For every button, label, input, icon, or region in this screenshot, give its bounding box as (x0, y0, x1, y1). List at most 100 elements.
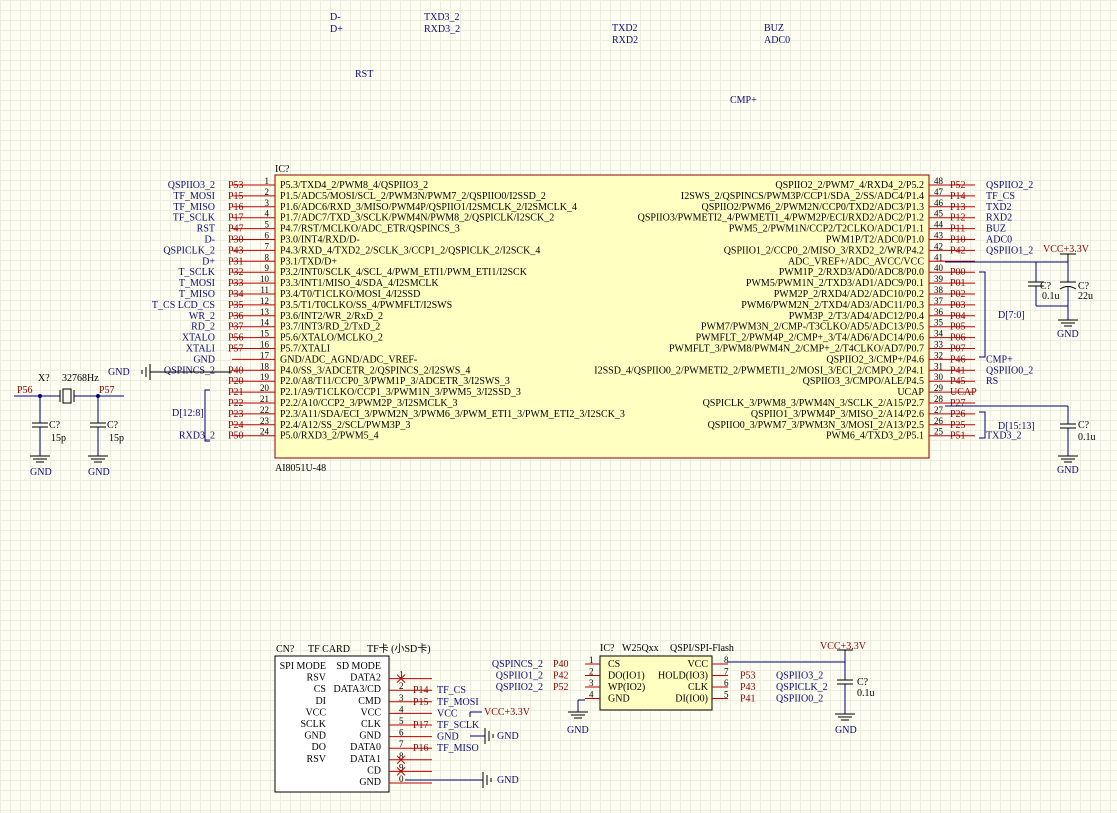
gnd-label-ucap: GND (1057, 465, 1079, 476)
tf-spi-label: GND (304, 731, 326, 742)
top-net-label-txd2: TXD2 (612, 23, 638, 34)
tf-gnd-label-2: GND (497, 775, 519, 786)
flash-left-pin-number: 4 (589, 690, 594, 700)
tf-net: TF_MISO (437, 743, 479, 754)
mcu-left-port: P16 (228, 202, 244, 213)
crystal-c1-value: 15p (51, 433, 66, 444)
mcu-left-port: P33 (228, 278, 244, 289)
flash-gnd-label: GND (567, 725, 589, 736)
mcu-right-port: P04 (950, 311, 966, 322)
gnd-label-c1: GND (30, 467, 52, 478)
mcu-right-pin-function: QSPICLK_3/PWM8_3/PWM4N_3/SCLK_2/A15/P2.7 (703, 398, 924, 409)
mcu-right-pin-function: QSPIIO2/PWM6_2/PWM2N/CCP0/TXD2/ADC3/P1.3 (701, 202, 924, 213)
flash-right-net: QSPICLK_2 (776, 682, 828, 693)
tf-pin-number: 0 (399, 774, 404, 784)
tf-pin-number: 8 (399, 751, 404, 761)
mcu-designator: IC? (275, 164, 290, 175)
mcu-right-net: TF_CS (986, 191, 1015, 202)
mcu-right-pin-number: 25 (934, 427, 944, 437)
mcu-body[interactable] (274, 174, 930, 459)
mcu-right-net: TXD3_2 (986, 431, 1022, 442)
mcu-left-net: QSPICLK_2 (163, 245, 215, 256)
mcu-right-port: P00 (950, 267, 966, 278)
mcu-left-net: QSPINCS_2 (164, 365, 215, 376)
mcu-left-pin-number: 4 (265, 209, 270, 219)
cap-ucap-value: 0.1u (1078, 432, 1096, 443)
flash-left-pin-function: WP(IO2) (608, 682, 645, 693)
flash-right-port: P53 (740, 671, 756, 682)
top-net-label-dp: D+ (330, 24, 343, 35)
mcu-right-pin-function: QSPIIO3/PWMETI2_4/PWMETI1_4/PWM2P/ECI/RX… (638, 213, 924, 224)
bus-d7-0-label: D[7:0] (998, 310, 1025, 321)
mcu-left-pin-number: 18 (260, 361, 270, 371)
mcu-right-pin-function: PWM1P_2/RXD3/AD0/ADC8/P0.0 (779, 267, 924, 278)
mcu-right-port: P01 (950, 278, 966, 289)
tf-port: P15 (413, 697, 429, 708)
mcu-right-pin-function: PWM6_4/TXD3_2/P5.1 (826, 431, 924, 442)
mcu-left-net: T_MOSI (179, 278, 215, 289)
tf-spi-label: DI (315, 696, 326, 707)
flash-right-pin-function: HOLD(IO3) (658, 671, 708, 682)
mcu-left-pin-function: P5.0/RXD3_2/PWM5_4 (280, 431, 379, 442)
mcu-left-port: P36 (228, 311, 244, 322)
mcu-left-pin-number: 5 (265, 220, 270, 230)
mcu-right-net: CMP+ (986, 354, 1013, 365)
mcu-left-pin-function: GND/ADC_AGND/ADC_VREF- (280, 354, 417, 365)
mcu-right-pin-number: 29 (934, 383, 944, 393)
mcu-right-pin-function: QSPIIO1_2/CCP0_2/MISO_3/RXD2_2/WR/P4.2 (724, 245, 924, 256)
ucap-capacitor: GND C? 0.1u (945, 405, 1096, 476)
mcu-left-net: XTALI (186, 344, 215, 355)
tf-sd-label: CLK (361, 719, 382, 730)
tf-sd-label: DATA0 (350, 742, 381, 753)
tf-sd-label: DATA1 (350, 754, 381, 765)
mcu-right-pin-number: 46 (934, 198, 944, 208)
flash-left-port: P40 (553, 659, 569, 670)
flash-power: VCC+3.3V GND C? 0.1u GND (567, 641, 875, 736)
crystal-body (62, 388, 72, 404)
mcu-right-port: P25 (950, 420, 966, 431)
tf-spi-label: RSV (307, 754, 327, 765)
top-net-label-cmp: CMP+ (730, 95, 757, 106)
tf-sd-label: DATA2 (350, 673, 381, 684)
crystal-c2-name: C? (107, 420, 119, 431)
mcu-left-pin-function: P3.4/T0/T1CLKO/MOSI_4/I2SSD (280, 289, 420, 300)
mcu-left-pin-number: 24 (260, 427, 270, 437)
mcu-left-pin-function: P5.3/TXD4_2/PWM8_4/QSPIIO3_2 (280, 180, 428, 191)
mcu-left-port: P32 (228, 267, 244, 278)
flash-left-port: P42 (553, 671, 569, 682)
tf-spi-label: RSV (307, 673, 327, 684)
flash-left-net: QSPIIO1_2 (496, 671, 543, 682)
mcu-part-name: AI8051U-48 (275, 463, 326, 474)
mcu-left-port: P57 (228, 344, 244, 355)
mcu-right-pin-number: 40 (934, 263, 944, 273)
cap-top-2-name: C? (1078, 281, 1090, 292)
mcu-right-pin-number: 27 (934, 405, 944, 415)
tf-pin-number: 9 (399, 762, 404, 772)
mcu-left-pin-number: 3 (265, 198, 270, 208)
flash-cap-value: 0.1u (857, 688, 875, 699)
mcu-left-net: D+ (202, 256, 215, 267)
tf-card-body[interactable] (274, 655, 390, 793)
mcu-left-net: RXD3_2 (179, 431, 215, 442)
mcu-right-pin-function: PWMFLT_2/PWM4P_2/CMP+_3/T4/AD6/ADC14/P0.… (696, 333, 924, 344)
mcu-right-pin-number: 35 (934, 318, 944, 328)
flash-vcc-label: VCC+3.3V (820, 641, 867, 652)
flash-body[interactable] (599, 655, 713, 711)
mcu-right-port: P27 (950, 398, 966, 409)
mcu-left-pin-function: P1.7/ADC7/TXD_3/SCLK/PWM4N/PWM8_2/QSPICL… (280, 213, 554, 224)
mcu-left-pin-number: 6 (265, 231, 270, 241)
flash-right-port: P43 (740, 682, 756, 693)
mcu-left-pin-function: P2.3/A11/SDA/ECI_3/PWM2N_3/PWM6_3/PWM_ET… (280, 409, 625, 420)
tf-part: TF CARD (308, 644, 350, 655)
flash-right-net: QSPIIO0_2 (776, 694, 823, 705)
flash-left-pin-function: GND (608, 694, 630, 705)
mcu-right-pin-function: PWM1P/T2/ADC0/P1.0 (826, 235, 924, 246)
tf-designator: CN? (276, 644, 295, 655)
tf-port: P16 (413, 743, 429, 754)
mcu-left-pin-function: P3.1/TXD/D+ (280, 256, 337, 267)
tf-net: VCC (437, 708, 458, 719)
